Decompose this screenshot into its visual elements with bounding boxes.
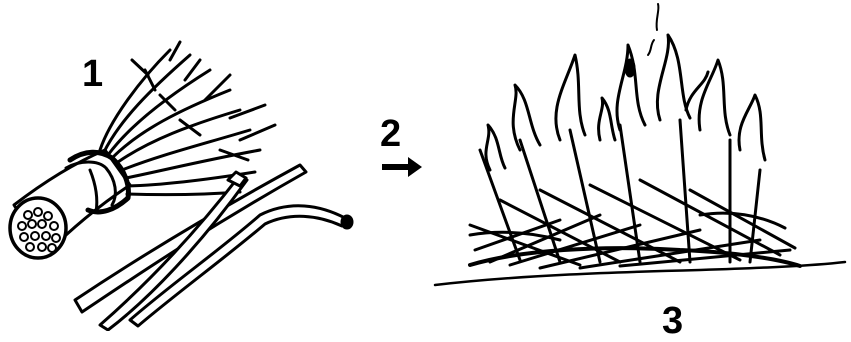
right-arrow-icon [380,155,424,179]
step-1-label: 1 [82,55,103,93]
step-3-label: 3 [662,302,683,340]
fire-drawing [435,4,845,285]
twig-bundle-drawing [10,42,275,258]
illustration-canvas [0,0,851,331]
step-2-label: 2 [380,115,401,153]
